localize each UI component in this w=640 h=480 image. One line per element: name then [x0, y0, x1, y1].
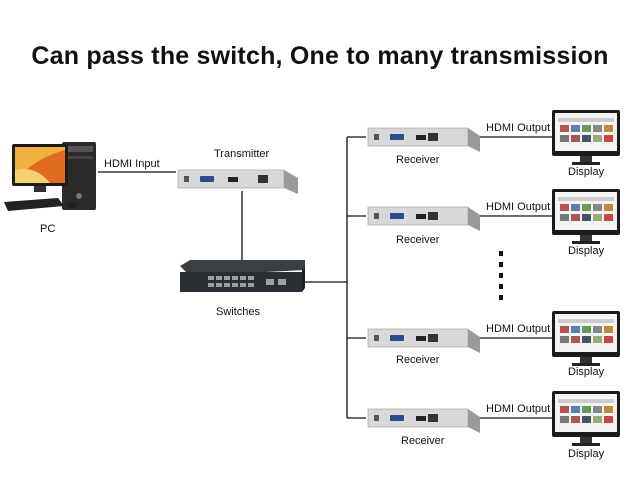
- connection-lines: [98, 136, 552, 419]
- hdmi-output-1-label: HDMI Output: [486, 122, 551, 134]
- display-4-icon: [552, 391, 620, 446]
- hdmi-output-2-label: HDMI Output: [486, 201, 551, 213]
- display-4-label: Display: [568, 448, 605, 460]
- receiver-2-label: Receiver: [396, 234, 440, 246]
- pc-label: PC: [40, 223, 56, 235]
- hdmi-output-3-label: HDMI Output: [486, 323, 551, 335]
- switch-icon: [180, 260, 305, 292]
- receiver-1-icon: [367, 127, 481, 153]
- display-3-label: Display: [568, 366, 605, 378]
- display-2-icon: [552, 189, 620, 244]
- receiver-2-icon: [367, 206, 481, 232]
- receiver-4-label: Receiver: [401, 435, 445, 447]
- display-3-icon: [552, 311, 620, 366]
- display-2-label: Display: [568, 245, 605, 257]
- more-receivers-dots: [499, 251, 503, 300]
- transmitter-label: Transmitter: [214, 148, 270, 160]
- receiver-3-label: Receiver: [396, 354, 440, 366]
- display-1-icon: [552, 110, 620, 165]
- pc-icon: [4, 142, 96, 211]
- transmitter-icon: [177, 169, 298, 194]
- hdmi-input-label: HDMI Input: [104, 158, 160, 170]
- hdmi-output-4-label: HDMI Output: [486, 403, 551, 415]
- display-1-label: Display: [568, 166, 605, 178]
- receiver-4-icon: [367, 408, 481, 434]
- receiver-1-label: Receiver: [396, 154, 440, 166]
- switches-label: Switches: [216, 306, 261, 318]
- receiver-3-icon: [367, 328, 481, 354]
- page-title: Can pass the switch, One to many transmi…: [31, 42, 609, 70]
